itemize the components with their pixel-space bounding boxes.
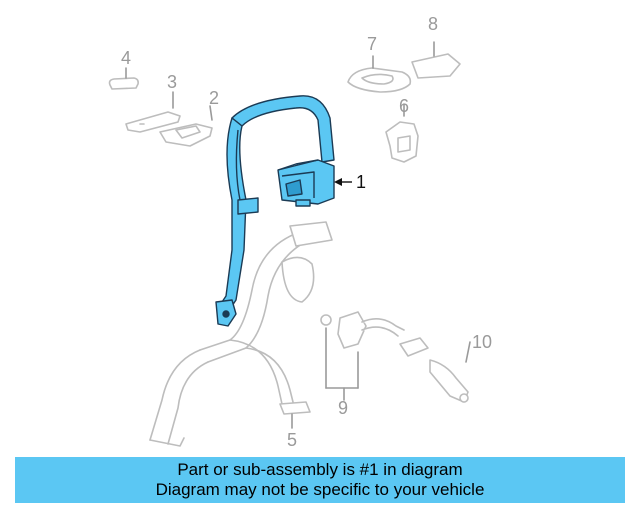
callout-1-leader — [334, 178, 352, 186]
caption-line-1: Part or sub-assembly is #1 in diagram — [177, 460, 463, 479]
part-7-trim-cover — [347, 55, 412, 93]
callout-3: 3 — [167, 72, 177, 92]
part-3-bracket — [125, 91, 181, 133]
part-1-seat-belt-assembly — [215, 95, 335, 327]
callout-6: 6 — [399, 96, 409, 116]
part-8-cap — [411, 41, 461, 79]
callout-1: 1 — [356, 172, 366, 192]
callout-10: 10 — [472, 332, 492, 352]
caption-line-2: Diagram may not be specific to your vehi… — [155, 480, 485, 499]
part-5-seat-belt — [149, 221, 333, 447]
callout-4: 4 — [121, 48, 131, 68]
callout-2: 2 — [209, 88, 219, 108]
callout-8: 8 — [428, 14, 438, 34]
parts-diagram: 1 2 3 4 5 6 7 8 9 10 — [108, 14, 492, 450]
callout-9: 9 — [338, 398, 348, 418]
callout-7: 7 — [367, 34, 377, 54]
caption-bar: Part or sub-assembly is #1 in diagram Di… — [15, 457, 625, 503]
part-6-guide — [385, 103, 419, 163]
part-2-anchor — [159, 105, 213, 147]
part-4-clip — [108, 67, 139, 90]
part-9-buckle — [320, 311, 429, 401]
callout-5: 5 — [287, 430, 297, 450]
part-10-buckle-strap — [429, 341, 471, 403]
